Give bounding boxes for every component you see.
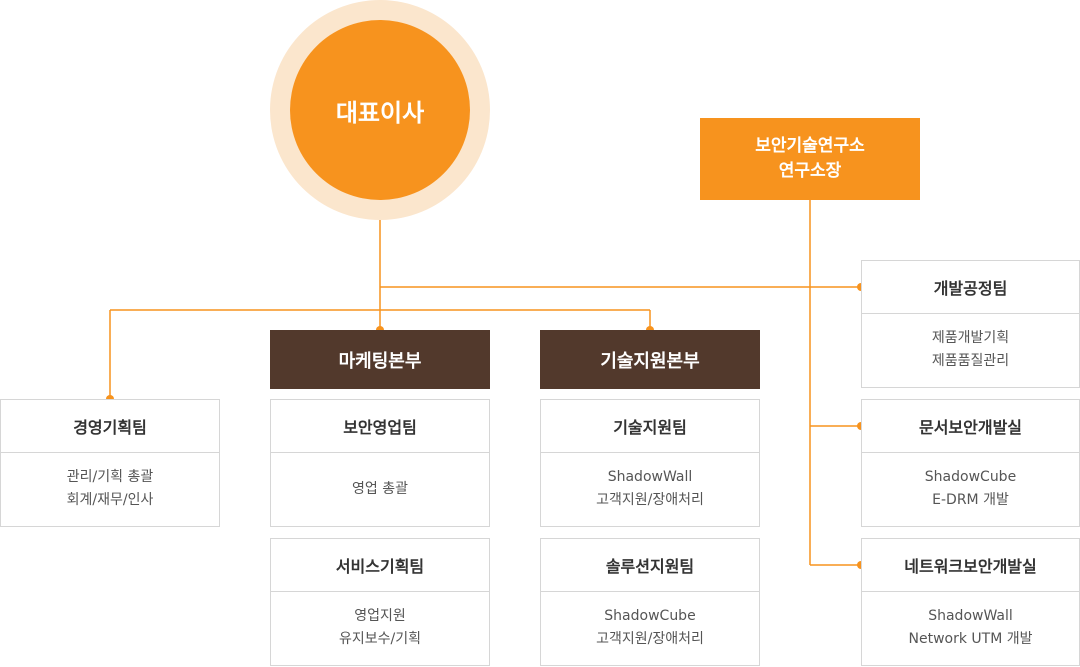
team-sales: 보안영업팀 영업 총괄 <box>270 399 490 527</box>
team-desc: ShadowWall 고객지원/장애처리 <box>541 453 759 525</box>
team-desc: ShadowCube E-DRM 개발 <box>862 453 1079 525</box>
team-service: 서비스기획팀 영업지원 유지보수/기획 <box>270 538 490 666</box>
team-title: 솔루션지원팀 <box>541 539 759 592</box>
tech-division: 기술지원본부 <box>540 330 760 389</box>
team-desc-line: 유지보수/기획 <box>339 631 421 647</box>
team-title: 경영기획팀 <box>1 400 219 453</box>
team-docsec: 문서보안개발실 ShadowCube E-DRM 개발 <box>861 399 1080 527</box>
team-desc: 관리/기획 총괄 회계/재무/인사 <box>1 453 219 525</box>
team-desc-line: 제품품질관리 <box>931 353 1010 369</box>
team-netsec: 네트워크보안개발실 ShadowWall Network UTM 개발 <box>861 538 1080 666</box>
team-desc-line: ShadowWall <box>607 469 693 485</box>
team-title: 서비스기획팀 <box>271 539 489 592</box>
team-desc: 영업 총괄 <box>271 453 489 525</box>
team-desc-line: 관리/기획 총괄 <box>66 469 154 485</box>
team-title: 기술지원팀 <box>541 400 759 453</box>
team-desc-line: ShadowCube <box>604 608 696 624</box>
team-desc-line: 영업지원 <box>354 608 406 624</box>
team-desc-line: ShadowWall <box>928 608 1013 624</box>
team-title: 문서보안개발실 <box>862 400 1079 453</box>
team-desc-line: Network UTM 개발 <box>908 631 1033 647</box>
team-title: 네트워크보안개발실 <box>862 539 1079 592</box>
team-desc-line: 고객지원/장애처리 <box>596 631 704 647</box>
lab-head: 연구소장 <box>778 161 842 181</box>
team-desc: 영업지원 유지보수/기획 <box>271 592 489 664</box>
team-desc-line: 영업 총괄 <box>352 480 408 497</box>
team-solution: 솔루션지원팀 ShadowCube 고객지원/장애처리 <box>540 538 760 666</box>
team-title: 개발공정팀 <box>862 261 1079 314</box>
team-desc-line: E-DRM 개발 <box>932 492 1009 508</box>
team-mgmt: 경영기획팀 관리/기획 총괄 회계/재무/인사 <box>0 399 220 527</box>
marketing-division: 마케팅본부 <box>270 330 490 389</box>
team-desc: ShadowWall Network UTM 개발 <box>862 592 1079 664</box>
team-desc-line: 고객지원/장애처리 <box>596 492 704 508</box>
ceo-node: 대표이사 <box>290 20 470 200</box>
team-desc: 제품개발기획 제품품질관리 <box>862 314 1079 386</box>
lab-node: 보안기술연구소 연구소장 <box>700 118 920 200</box>
team-support: 기술지원팀 ShadowWall 고객지원/장애처리 <box>540 399 760 527</box>
team-desc-line: ShadowCube <box>924 469 1017 485</box>
team-desc-line: 제품개발기획 <box>931 330 1010 346</box>
team-desc-line: 회계/재무/인사 <box>66 492 154 508</box>
team-title: 보안영업팀 <box>271 400 489 453</box>
team-desc: ShadowCube 고객지원/장애처리 <box>541 592 759 664</box>
lab-name: 보안기술연구소 <box>755 136 865 156</box>
team-process: 개발공정팀 제품개발기획 제품품질관리 <box>861 260 1080 388</box>
